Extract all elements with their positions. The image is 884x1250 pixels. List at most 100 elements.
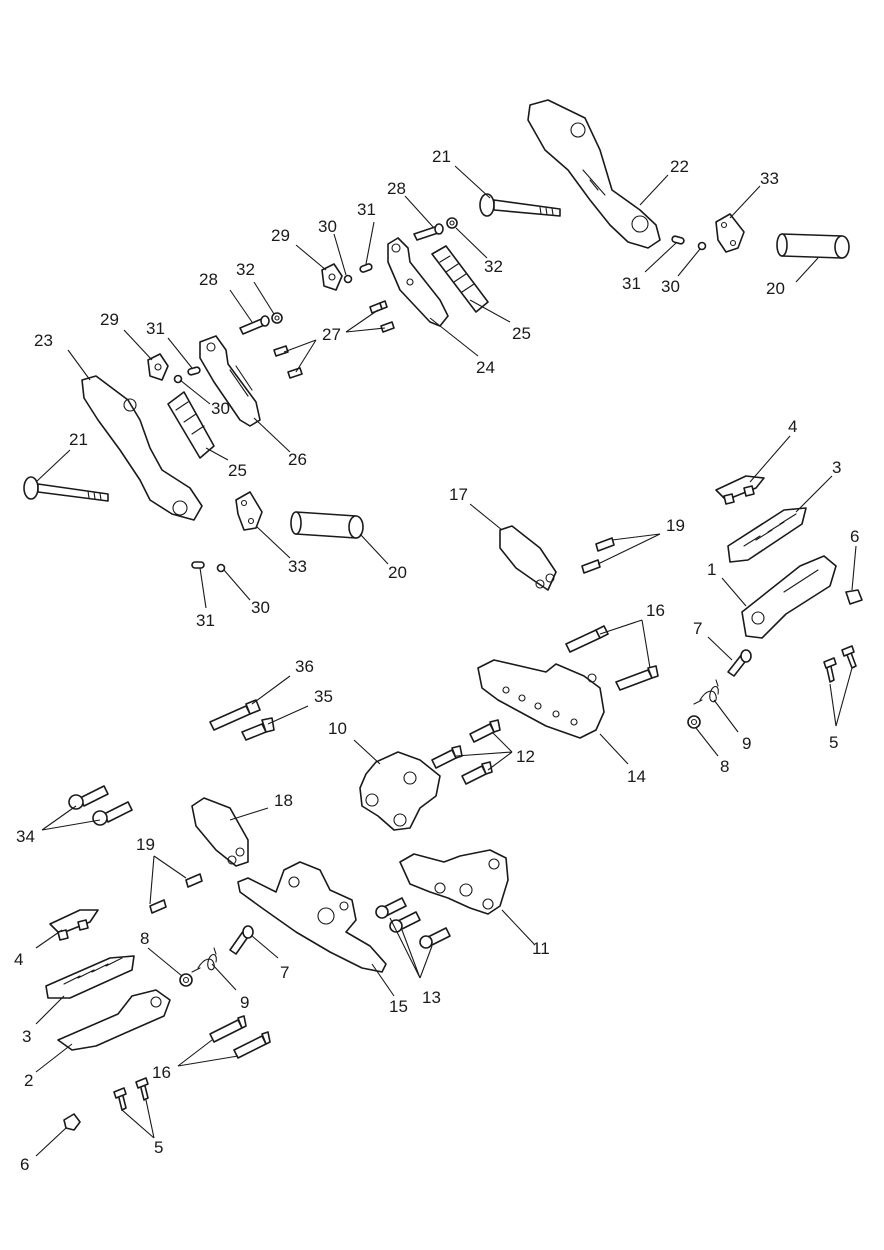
part-36-bolt bbox=[209, 699, 261, 731]
callout-36: 36 bbox=[295, 657, 314, 676]
part-21-long-bolt-upper bbox=[479, 193, 561, 217]
part-14-rearset-plate bbox=[477, 659, 605, 739]
part-8-washer-left bbox=[179, 973, 193, 987]
part-29-detent-plate-upper bbox=[321, 263, 343, 291]
callout-6-right: 6 bbox=[850, 527, 859, 546]
part-1-footrest-right bbox=[741, 555, 837, 639]
callout-33-upper: 33 bbox=[760, 169, 779, 188]
callout-21-left: 21 bbox=[69, 430, 88, 449]
callout-9-left: 9 bbox=[240, 993, 249, 1012]
part-20-spacer-upper bbox=[776, 233, 850, 259]
callout-4-right: 4 bbox=[788, 417, 797, 436]
callout-7-right: 7 bbox=[693, 619, 702, 638]
part-20-spacer-left bbox=[290, 511, 364, 539]
callout-7-left: 7 bbox=[280, 963, 289, 982]
part-8-washer-right bbox=[687, 715, 701, 729]
part-13-screw-b bbox=[389, 911, 421, 933]
part-7-pin-left bbox=[229, 925, 254, 955]
callout-30-left: 30 bbox=[211, 399, 230, 418]
part-19-screw-right-a bbox=[595, 537, 615, 552]
callout-8-left: 8 bbox=[140, 929, 149, 948]
part-3-footrest-rubber-right bbox=[727, 507, 807, 563]
part-30-ball-lower-left bbox=[216, 563, 226, 573]
callout-31-middle: 31 bbox=[357, 200, 376, 219]
callout-13: 13 bbox=[422, 988, 441, 1007]
callout-32-middle: 32 bbox=[236, 260, 255, 279]
part-2-footrest-left bbox=[57, 989, 171, 1051]
callout-1: 1 bbox=[707, 560, 716, 579]
callout-27: 27 bbox=[322, 325, 341, 344]
part-5-screw-left-a bbox=[113, 1087, 127, 1111]
part-31-pin-upper-middle bbox=[359, 263, 373, 273]
part-15-rearset-left bbox=[237, 861, 387, 973]
callout-2: 2 bbox=[24, 1071, 33, 1090]
part-26-footrest-hanger-left bbox=[199, 335, 261, 427]
part-31-pin-upper-right bbox=[671, 235, 685, 245]
callout-20-left: 20 bbox=[388, 563, 407, 582]
leader-lines bbox=[35, 165, 857, 1157]
callout-5-right: 5 bbox=[829, 733, 838, 752]
callout-34: 34 bbox=[16, 827, 35, 846]
part-5-screw-left-b bbox=[135, 1077, 149, 1101]
part-30-ball-upper-right bbox=[697, 241, 707, 251]
callout-26: 26 bbox=[288, 450, 307, 469]
part-10-pivot-bracket bbox=[359, 751, 441, 831]
part-24-footrest-hanger-upper bbox=[387, 237, 449, 327]
callout-33-left: 33 bbox=[288, 557, 307, 576]
callout-19-right: 19 bbox=[666, 516, 685, 535]
part-34-bolt-a bbox=[68, 785, 109, 810]
part-35-bolt bbox=[241, 717, 275, 741]
part-5-screw-right-b bbox=[841, 645, 857, 669]
part-11-bracket bbox=[399, 849, 509, 915]
part-13-screw-c bbox=[419, 927, 451, 949]
part-7-pin-right bbox=[727, 649, 752, 677]
part-31-pin-lower-left bbox=[191, 561, 205, 569]
callout-28-middle: 28 bbox=[199, 270, 218, 289]
part-6-cap-right bbox=[845, 589, 863, 605]
part-33-plate-upper bbox=[715, 213, 745, 253]
callout-6-left: 6 bbox=[20, 1155, 29, 1174]
part-12-screw-a bbox=[469, 719, 501, 743]
callout-17: 17 bbox=[449, 485, 468, 504]
callout-28-upper: 28 bbox=[387, 179, 406, 198]
callout-31-upper-right: 31 bbox=[622, 274, 641, 293]
callout-30-middle: 30 bbox=[318, 217, 337, 236]
callout-labels: 22 21 33 31 30 20 28 32 31 30 29 25 24 2… bbox=[14, 147, 859, 1174]
callout-35: 35 bbox=[314, 687, 333, 706]
callout-21-upper: 21 bbox=[432, 147, 451, 166]
callout-19-left: 19 bbox=[136, 835, 155, 854]
part-9-spring-right bbox=[693, 679, 719, 705]
part-27-screw-d bbox=[287, 367, 303, 379]
part-4-rubber-pad-left bbox=[49, 909, 99, 941]
callout-23: 23 bbox=[34, 331, 53, 350]
part-31-pin-left bbox=[187, 366, 201, 376]
part-6-cap-left bbox=[63, 1113, 81, 1131]
part-33-plate-left bbox=[235, 491, 263, 531]
part-27-screw-c bbox=[273, 345, 289, 357]
callout-29-upper: 29 bbox=[271, 226, 290, 245]
callout-16-right: 16 bbox=[646, 601, 665, 620]
part-23-hanger-bracket-left bbox=[81, 375, 203, 521]
part-16-bolt-right-b bbox=[615, 665, 659, 691]
part-32-clip-upper bbox=[446, 217, 458, 229]
callout-24: 24 bbox=[476, 358, 495, 377]
part-19-screw-left-a bbox=[185, 873, 203, 888]
part-19-screw-left-b bbox=[149, 899, 167, 914]
callout-10: 10 bbox=[328, 719, 347, 738]
part-16-bolt-right-a bbox=[565, 625, 609, 653]
callout-31-left: 31 bbox=[146, 319, 165, 338]
part-13-screw-a bbox=[375, 897, 407, 919]
part-18-heel-guard-left bbox=[191, 797, 249, 867]
part-12-screw-c bbox=[461, 761, 493, 785]
part-19-screw-right-b bbox=[581, 559, 601, 574]
callout-22: 22 bbox=[670, 157, 689, 176]
part-28-pin-middle bbox=[239, 315, 270, 335]
part-32-clip-middle bbox=[271, 312, 283, 324]
part-5-screw-right-a bbox=[823, 657, 837, 683]
callout-25-left: 25 bbox=[228, 461, 247, 480]
callout-9-right: 9 bbox=[742, 734, 751, 753]
part-22-hanger-bracket bbox=[527, 99, 661, 249]
part-30-ball-upper-middle bbox=[343, 274, 353, 284]
callout-29-left: 29 bbox=[100, 310, 119, 329]
